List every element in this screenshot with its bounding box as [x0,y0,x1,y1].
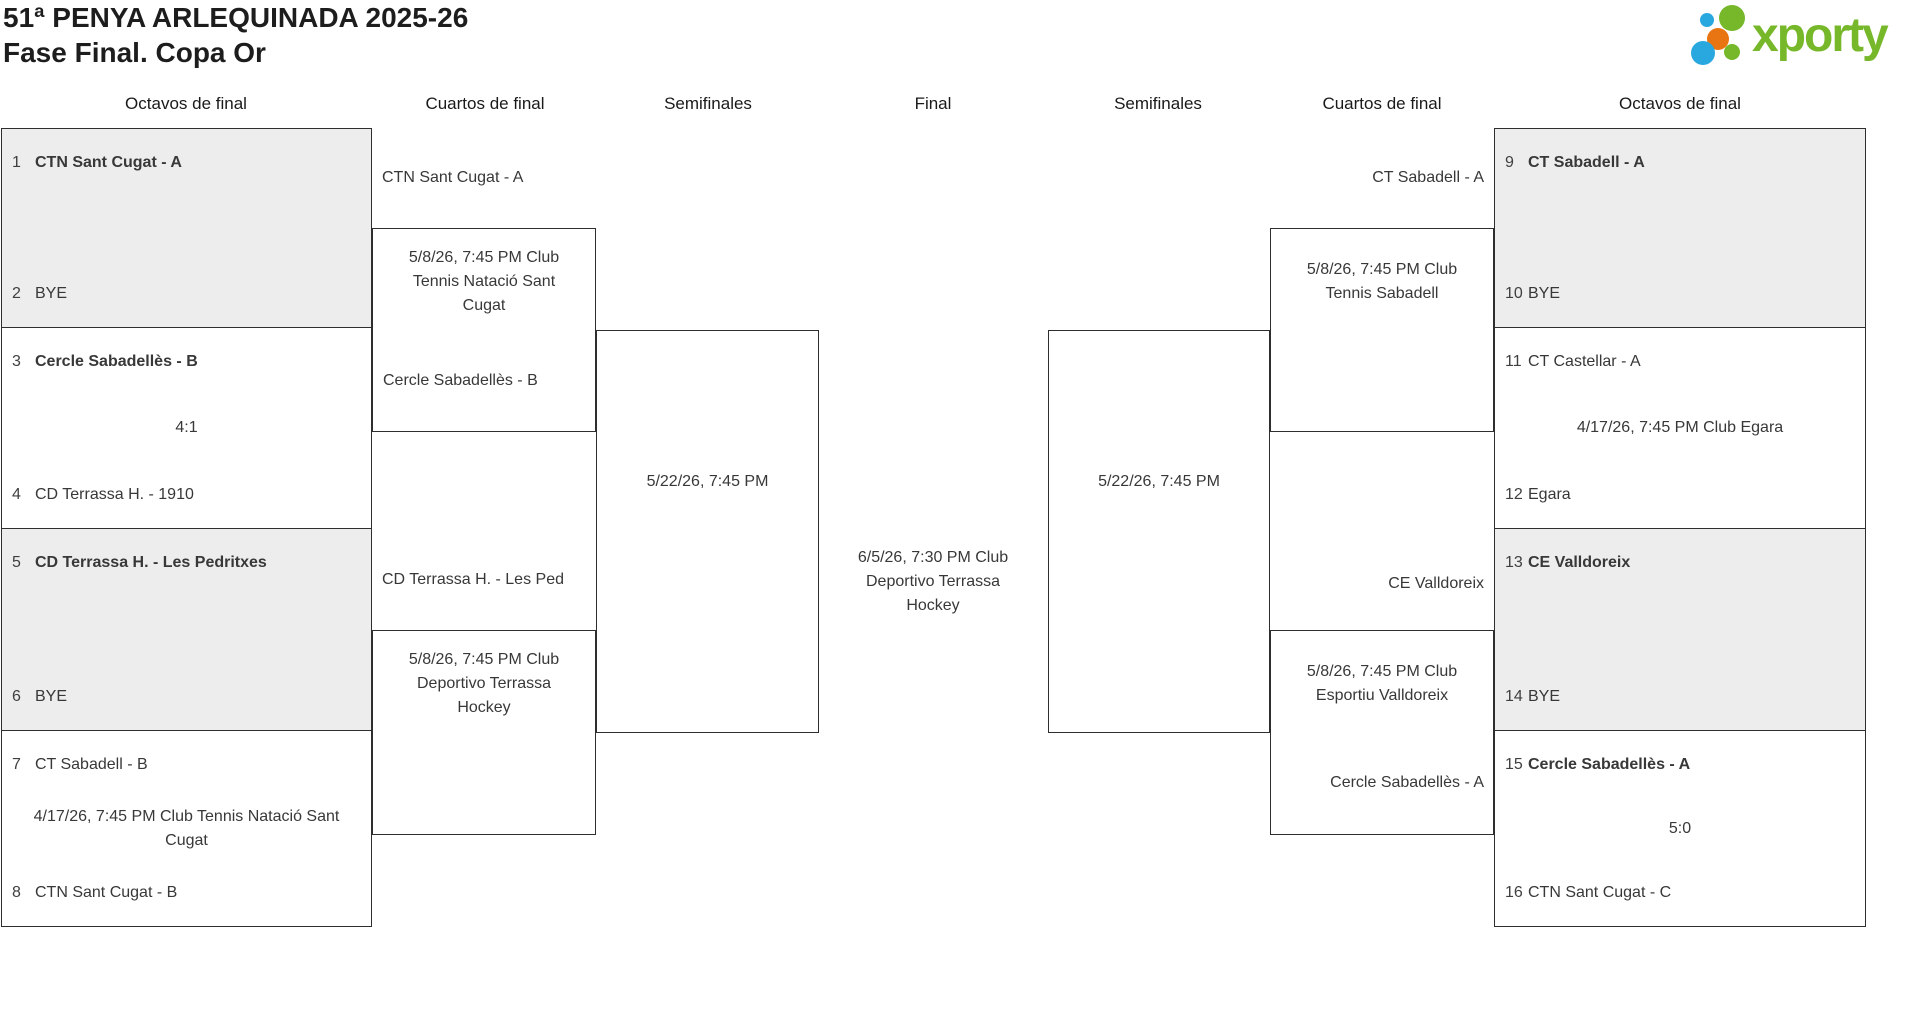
final-match-schedule: 6/5/26, 7:30 PM Club Deportivo Terrassa … [857,549,1009,614]
match-schedule: 4/17/26, 7:45 PM Club Tennis Natació San… [33,807,340,849]
team-slot: 5 CD Terrassa H. - Les Pedritxes [12,551,365,575]
seed-number: 15 [1505,756,1523,773]
match-box-octavos-r4[interactable]: 15 Cercle Sabadellès - A 5:0 16 CTN Sant C… [1494,730,1866,927]
team-name: CTN Sant Cugat - B [35,884,178,901]
seed-number: 6 [12,688,21,705]
match-box-octavos-r1[interactable]: 9 CT Sabadell - A 10 BYE [1494,128,1866,328]
team-name: CT Castellar - A [1528,353,1641,370]
team-slot: 2 BYE [12,282,365,306]
advanced-team-label: CE Valldoreix [1388,575,1484,592]
match-box-cuartos-l1[interactable]: 5/8/26, 7:45 PM Club Tennis Natació Sant… [372,228,596,432]
match-box-semifinal-right[interactable]: 5/22/26, 7:45 PM [1048,330,1270,733]
logo-dot-icon [1719,5,1745,31]
team-name: CTN Sant Cugat - A [35,154,182,171]
round-header-cuartos-left: Cuartos de final [425,94,545,113]
seed-number: 2 [12,285,21,302]
match-box-semifinal-left[interactable]: 5/22/26, 7:45 PM [596,330,819,733]
match-box-cuartos-r1[interactable]: 5/8/26, 7:45 PM Club Tennis Sabadell [1270,228,1494,432]
match-score: 5:0 [1668,819,1692,837]
team-slot: 3 Cercle Sabadellès - B [12,350,365,374]
xporty-logo[interactable]: xporty [1688,0,1913,70]
match-schedule: 5/8/26, 7:45 PM Club Tennis Sabadell [1306,261,1458,302]
team-slot: 9 CT Sabadell - A [1505,151,1859,175]
match-schedule: 5/8/26, 7:45 PM Club Esportiu Valldoreix [1306,663,1458,704]
team-name: Egara [1528,486,1571,503]
seed-number: 4 [12,486,21,503]
match-schedule: 4/17/26, 7:45 PM Club Egara [1576,419,1784,436]
team-slot: 8 CTN Sant Cugat - B [12,881,365,905]
team-name: Cercle Sabadellès - A [1528,756,1691,773]
team-slot: 12 Egara [1505,483,1859,507]
match-box-octavos-l4[interactable]: 7 CT Sabadell - B 4/17/26, 7:45 PM Club T… [1,730,372,927]
match-score: 4:1 [175,419,198,436]
team-slot: 11 CT Castellar - A [1505,350,1859,374]
logo-dot-icon [1700,13,1714,27]
team-name: BYE [35,688,68,705]
logo-dot-icon [1707,28,1729,50]
match-box-octavos-r2[interactable]: 11 CT Castellar - A 4/17/26, 7:45 PM Club… [1494,327,1866,529]
seed-number: 3 [12,353,21,370]
match-box-octavos-l2[interactable]: 3 Cercle Sabadellès - B 4:1 4 CD Terrassa … [1,327,372,529]
logo-wordmark: xporty [1752,9,1889,62]
seed-number: 11 [1505,353,1522,370]
round-header-octavos-right: Octavos de final [1619,94,1741,113]
seed-number: 9 [1505,154,1514,171]
team-name: CT Sabadell - B [35,756,148,773]
team-name: CD Terrassa H. - Les Pedritxes [35,554,267,571]
team-name: CTN Sant Cugat - C [1528,884,1672,901]
advanced-team-label: CTN Sant Cugat - A [382,169,524,186]
team-slot: 10 BYE [1505,282,1859,306]
team-slot: 4 CD Terrassa H. - 1910 [12,483,365,507]
team-name: CT Sabadell - A [1528,154,1645,171]
page-title-block: 51ª PENYA ARLEQUINADA 2025-26 Fase Final… [3,0,468,70]
team-slot: 16 CTN Sant Cugat - C [1505,881,1859,905]
seed-number: 5 [12,554,21,571]
match-schedule: 5/22/26, 7:45 PM [646,473,769,490]
seed-number: 14 [1505,688,1523,705]
team-slot: 15 Cercle Sabadellès - A [1505,753,1859,777]
logo-dot-icon [1691,41,1715,65]
team-slot: 1 CTN Sant Cugat - A [12,151,365,175]
seed-number: 13 [1505,554,1523,571]
round-header-semis-left: Semifinales [664,94,752,113]
logo-dot-icon [1724,44,1740,60]
team-name: BYE [1528,285,1561,302]
round-header-cuartos-right: Cuartos de final [1322,94,1442,113]
team-name: Cercle Sabadellès - B [35,353,198,370]
team-name: Cercle Sabadellès - B [383,372,538,389]
round-header-octavos-left: Octavos de final [125,94,247,113]
match-box-octavos-l3[interactable]: 5 CD Terrassa H. - Les Pedritxes 6 BYE [1,528,372,731]
round-header-final: Final [914,94,952,113]
match-schedule: 5/8/26, 7:45 PM Club Deportivo Terrassa … [408,651,560,716]
team-name: CE Valldoreix [1528,554,1631,571]
round-header-semis-right: Semifinales [1114,94,1202,113]
seed-number: 10 [1505,285,1523,302]
match-box-octavos-l1[interactable]: 1 CTN Sant Cugat - A 2 BYE [1,128,372,328]
match-schedule: 5/22/26, 7:45 PM [1098,473,1220,490]
match-schedule: 5/8/26, 7:45 PM Club Tennis Natació Sant… [408,249,560,314]
seed-number: 16 [1505,884,1523,901]
seed-number: 7 [12,756,21,773]
team-slot: 14 BYE [1505,685,1859,709]
team-slot: 13 CE Valldoreix [1505,551,1859,575]
team-name: BYE [1528,688,1561,705]
seed-number: 8 [12,884,21,901]
match-box-cuartos-r2[interactable]: 5/8/26, 7:45 PM Club Esportiu Valldoreix… [1270,630,1494,835]
team-slot: 6 BYE [12,685,365,709]
team-slot: 7 CT Sabadell - B [12,753,365,777]
advanced-team-label: CT Sabadell - A [1372,169,1484,186]
advanced-team-label: CD Terrassa H. - Les Ped [382,571,564,588]
team-name: BYE [35,285,68,302]
tournament-title: 51ª PENYA ARLEQUINADA 2025-26 [3,2,469,33]
seed-number: 12 [1505,486,1523,503]
match-box-cuartos-l2[interactable]: 5/8/26, 7:45 PM Club Deportivo Terrassa … [372,630,596,835]
seed-number: 1 [12,154,21,171]
phase-subtitle: Fase Final. Copa Or [3,37,266,68]
team-name: Cercle Sabadellès - A [1330,774,1484,791]
team-name: CD Terrassa H. - 1910 [35,486,194,503]
match-box-octavos-r3[interactable]: 13 CE Valldoreix 14 BYE [1494,528,1866,731]
